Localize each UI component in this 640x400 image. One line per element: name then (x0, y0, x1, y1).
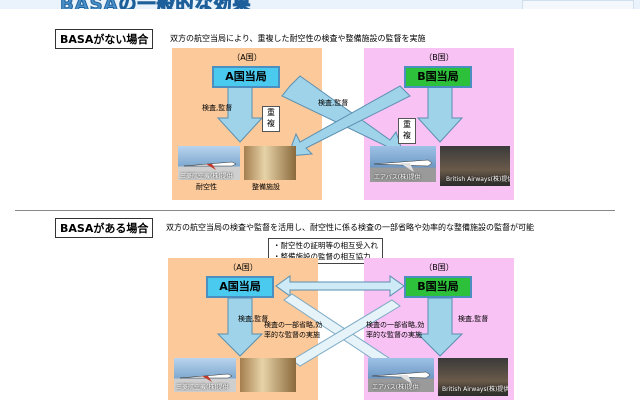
aircraft-icon (183, 161, 237, 170)
section2-a-maintenance-photo (240, 358, 296, 392)
section1-a-maintenance-photo (244, 146, 296, 180)
section1-b-caption-aircraft: エアバス(株)提供 (374, 174, 421, 181)
section1-b-authority: B国当局 (404, 66, 472, 88)
section1-duplicate-b-2: 複 (403, 131, 411, 140)
section2-b-aircraft-photo: エアバス(株)提供 (368, 358, 434, 392)
section1-duplicate-a-1: 重 (267, 108, 275, 117)
section2-arrow-mutual (275, 275, 405, 297)
section2-label: BASAがある場合 (55, 218, 154, 238)
section1-duplicate-b-1: 重 (403, 120, 411, 129)
section1-arrow-a-down (216, 85, 264, 143)
section1-a-country: （A国） (232, 53, 262, 62)
section2-partial-right-1: 検査の一部省略,効 (366, 321, 425, 329)
section1-b-country: （B国） (424, 53, 454, 62)
section1-b-caption-ba: British Airways(株)提供 (446, 176, 510, 183)
section1-duplicate-b: 重 複 (398, 118, 416, 144)
section2-arrow-b-down (416, 297, 464, 357)
section2-b-caption-aircraft: エアバス(株)提供 (372, 384, 419, 391)
section1-arrow-b-down (416, 85, 464, 143)
section1-a-caption-maintenance: 整備施設 (252, 183, 280, 191)
section1-duplicate-a-2: 複 (267, 119, 275, 128)
section2-a-authority: A国当局 (206, 276, 274, 298)
section1-b-ba-photo: British Airways(株)提供 (440, 146, 510, 186)
section1-label: BASAがない場合 (55, 29, 154, 49)
section1-a-authority: A国当局 (212, 66, 280, 88)
section2-b-authority: B国当局 (404, 276, 472, 298)
section1-description: 双方の航空当局により、重複した耐空性の検査や整備施設の監督を実施 (170, 34, 426, 43)
section2-b-caption-ba: British Airways(株)提供 (442, 386, 508, 393)
section2-callout: ・耐空性の証明等の相互受入れ ・整備施設の監督の相互協力 (268, 238, 383, 264)
aircraft-icon (179, 373, 233, 382)
aircraft-icon (373, 159, 433, 172)
logo (522, 0, 634, 9)
section2-a-caption-aircraft: 三菱航空機(株)提供 (176, 384, 229, 391)
section2-partial-right-2: 率的な監督の実施 (366, 331, 422, 339)
section1-duplicate-a: 重 複 (262, 106, 280, 132)
section2-a-country: （A国） (228, 263, 258, 272)
section-divider (15, 210, 615, 211)
section1-a-caption-aircraft: 三菱航空機(株)提供 (180, 173, 233, 180)
section2-arrow-a-down (216, 297, 264, 357)
page-title: BASAの一般的な効果 (60, 0, 252, 9)
section2-inspect-left: 検査,監督 (238, 315, 269, 323)
section2-b-ba-photo: British Airways(株)提供 (438, 358, 508, 396)
section1-arrow-b-to-a (287, 85, 411, 157)
section2-partial-right: 検査の一部省略,効 率的な監督の実施 (366, 320, 424, 340)
section2-partial-left-1: 検査の一部省略,効 (264, 321, 323, 329)
section1-inspect-right: 検査,監督 (318, 99, 349, 107)
section2-inspect-right: 検査,監督 (458, 315, 489, 323)
section2-a-aircraft-photo: 三菱航空機(株)提供 (174, 358, 236, 392)
title-bar: BASAの一般的な効果 (0, 0, 640, 9)
section1-inspect-left: 検査,監督 (202, 104, 233, 112)
section2-partial-left-2: 率的な監督の実施 (264, 331, 320, 339)
section2-callout-line-1: ・耐空性の証明等の相互受入れ (273, 241, 378, 250)
aircraft-icon (371, 371, 431, 384)
section1-a-caption-airworthiness: 耐空性 (196, 183, 217, 191)
section1-a-aircraft-photo: 三菱航空機(株)提供 (178, 146, 240, 180)
section2-arrow-cross-2 (291, 299, 401, 367)
section2-description: 双方の航空当局の検査や監督を活用し、耐空性に係る検査の一部省略や効率的な整備施設… (166, 223, 534, 232)
section1-b-aircraft-photo: エアバス(株)提供 (370, 146, 436, 182)
section2-partial-left: 検査の一部省略,効 率的な監督の実施 (264, 320, 322, 340)
section2-b-country: （B国） (424, 263, 454, 272)
section2-callout-line-2: ・整備施設の監督の相互協力 (273, 252, 371, 261)
